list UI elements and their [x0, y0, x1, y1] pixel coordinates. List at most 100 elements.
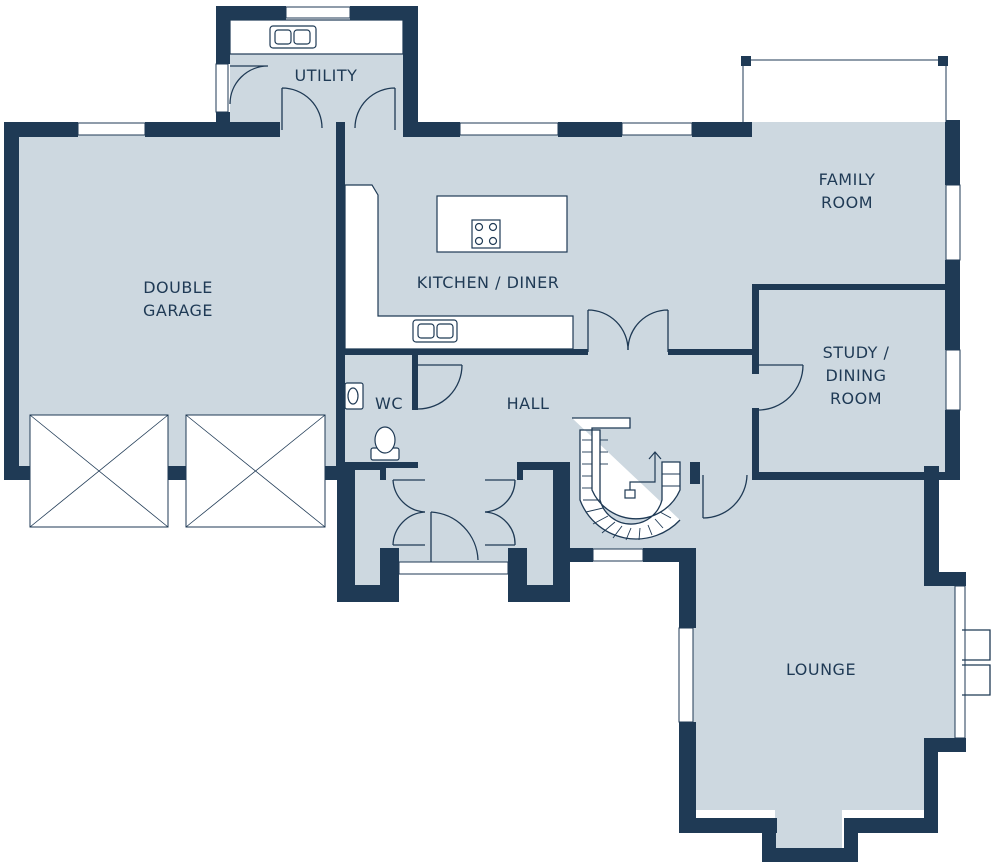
wall: [403, 6, 418, 136]
wall: [924, 572, 966, 586]
kitchen-worktop: [344, 184, 574, 350]
door[interactable]: [229, 65, 269, 105]
wall: [216, 6, 230, 64]
wall: [517, 462, 570, 470]
room-label-line: ROOM: [821, 193, 873, 212]
wall: [945, 410, 960, 480]
wall: [755, 284, 947, 290]
wall: [844, 818, 938, 833]
window: [592, 548, 644, 562]
floor-areas: [18, 20, 960, 848]
wall: [924, 738, 938, 833]
door[interactable]: [484, 479, 516, 513]
wall: [938, 56, 948, 66]
window: [215, 63, 229, 113]
toilet-icon: [370, 426, 400, 461]
room-label-line: HALL: [507, 394, 550, 413]
wall: [4, 122, 78, 137]
room-label-line: LOUNGE: [786, 660, 856, 679]
walls: [4, 6, 966, 862]
wall: [336, 122, 345, 467]
door[interactable]: [757, 364, 804, 411]
window: [77, 122, 146, 136]
sink-icon: [412, 319, 458, 343]
arrow-up-icon: [624, 451, 662, 499]
room-label-line: DOUBLE: [143, 278, 213, 297]
lounge-floor: [690, 475, 960, 848]
bay-window: [742, 59, 947, 122]
wall: [752, 472, 947, 480]
room-label-hall: HALL: [507, 394, 550, 413]
door[interactable]: [702, 474, 748, 519]
door[interactable]: [417, 364, 463, 410]
room-label-line: DINING: [825, 366, 886, 385]
wall: [168, 466, 186, 480]
room-label-line: KITCHEN / DINER: [417, 273, 560, 292]
window: [285, 6, 351, 19]
staircase: [572, 417, 681, 541]
wall: [679, 548, 696, 628]
window: [621, 122, 693, 136]
door[interactable]: [430, 511, 479, 562]
study-floor: [755, 290, 946, 475]
wall: [343, 349, 588, 355]
wall: [924, 738, 966, 752]
wall: [403, 122, 460, 137]
room-label-line: UTILITY: [295, 66, 358, 85]
garage-door-cross: [185, 414, 326, 528]
wall: [553, 548, 593, 562]
door[interactable]: [627, 309, 669, 352]
window: [945, 349, 961, 411]
wall: [945, 260, 960, 350]
wall: [558, 122, 622, 137]
wall: [380, 470, 386, 480]
doors: [229, 65, 991, 696]
wall: [145, 122, 280, 137]
door[interactable]: [392, 479, 426, 513]
wall: [4, 466, 30, 480]
room-label-line: WC: [375, 394, 403, 413]
room-label-utility: UTILITY: [295, 66, 358, 85]
stair-treads: [582, 439, 680, 541]
wall: [337, 467, 355, 602]
hob-icon: [471, 219, 501, 249]
wall: [668, 349, 756, 355]
wc-fittings: [344, 382, 400, 461]
door[interactable]: [484, 511, 516, 546]
room-label-line: GARAGE: [143, 301, 213, 320]
window: [459, 122, 559, 136]
wall: [752, 408, 759, 478]
garage-doors: [29, 414, 326, 528]
room-label-wc: WC: [375, 394, 403, 413]
wall: [945, 120, 960, 185]
sink-icon: [269, 25, 317, 49]
wall: [692, 122, 752, 137]
door[interactable]: [281, 87, 323, 130]
wall: [4, 122, 19, 480]
windows: [77, 6, 966, 739]
wall: [412, 355, 418, 410]
wall: [924, 466, 939, 586]
room-label-line: ROOM: [830, 389, 882, 408]
room-label-kitchen-diner: KITCHEN / DINER: [417, 273, 560, 292]
door[interactable]: [354, 87, 396, 130]
room-label-line: STUDY /: [823, 343, 890, 362]
door[interactable]: [392, 511, 426, 546]
wall: [355, 462, 386, 470]
window: [398, 561, 509, 575]
room-label-double-garage: DOUBLE GARAGE: [143, 278, 213, 320]
wall: [679, 722, 696, 832]
wall: [752, 284, 759, 374]
kitchen-family-floor: [343, 62, 946, 352]
wall: [517, 470, 523, 480]
door[interactable]: [962, 629, 991, 696]
wall: [216, 6, 286, 20]
garage-door-cross: [29, 414, 169, 528]
room-label-study-dining: STUDY / DINING ROOM: [823, 343, 890, 408]
wall: [690, 462, 700, 484]
door[interactable]: [587, 309, 629, 352]
wall: [553, 462, 570, 602]
